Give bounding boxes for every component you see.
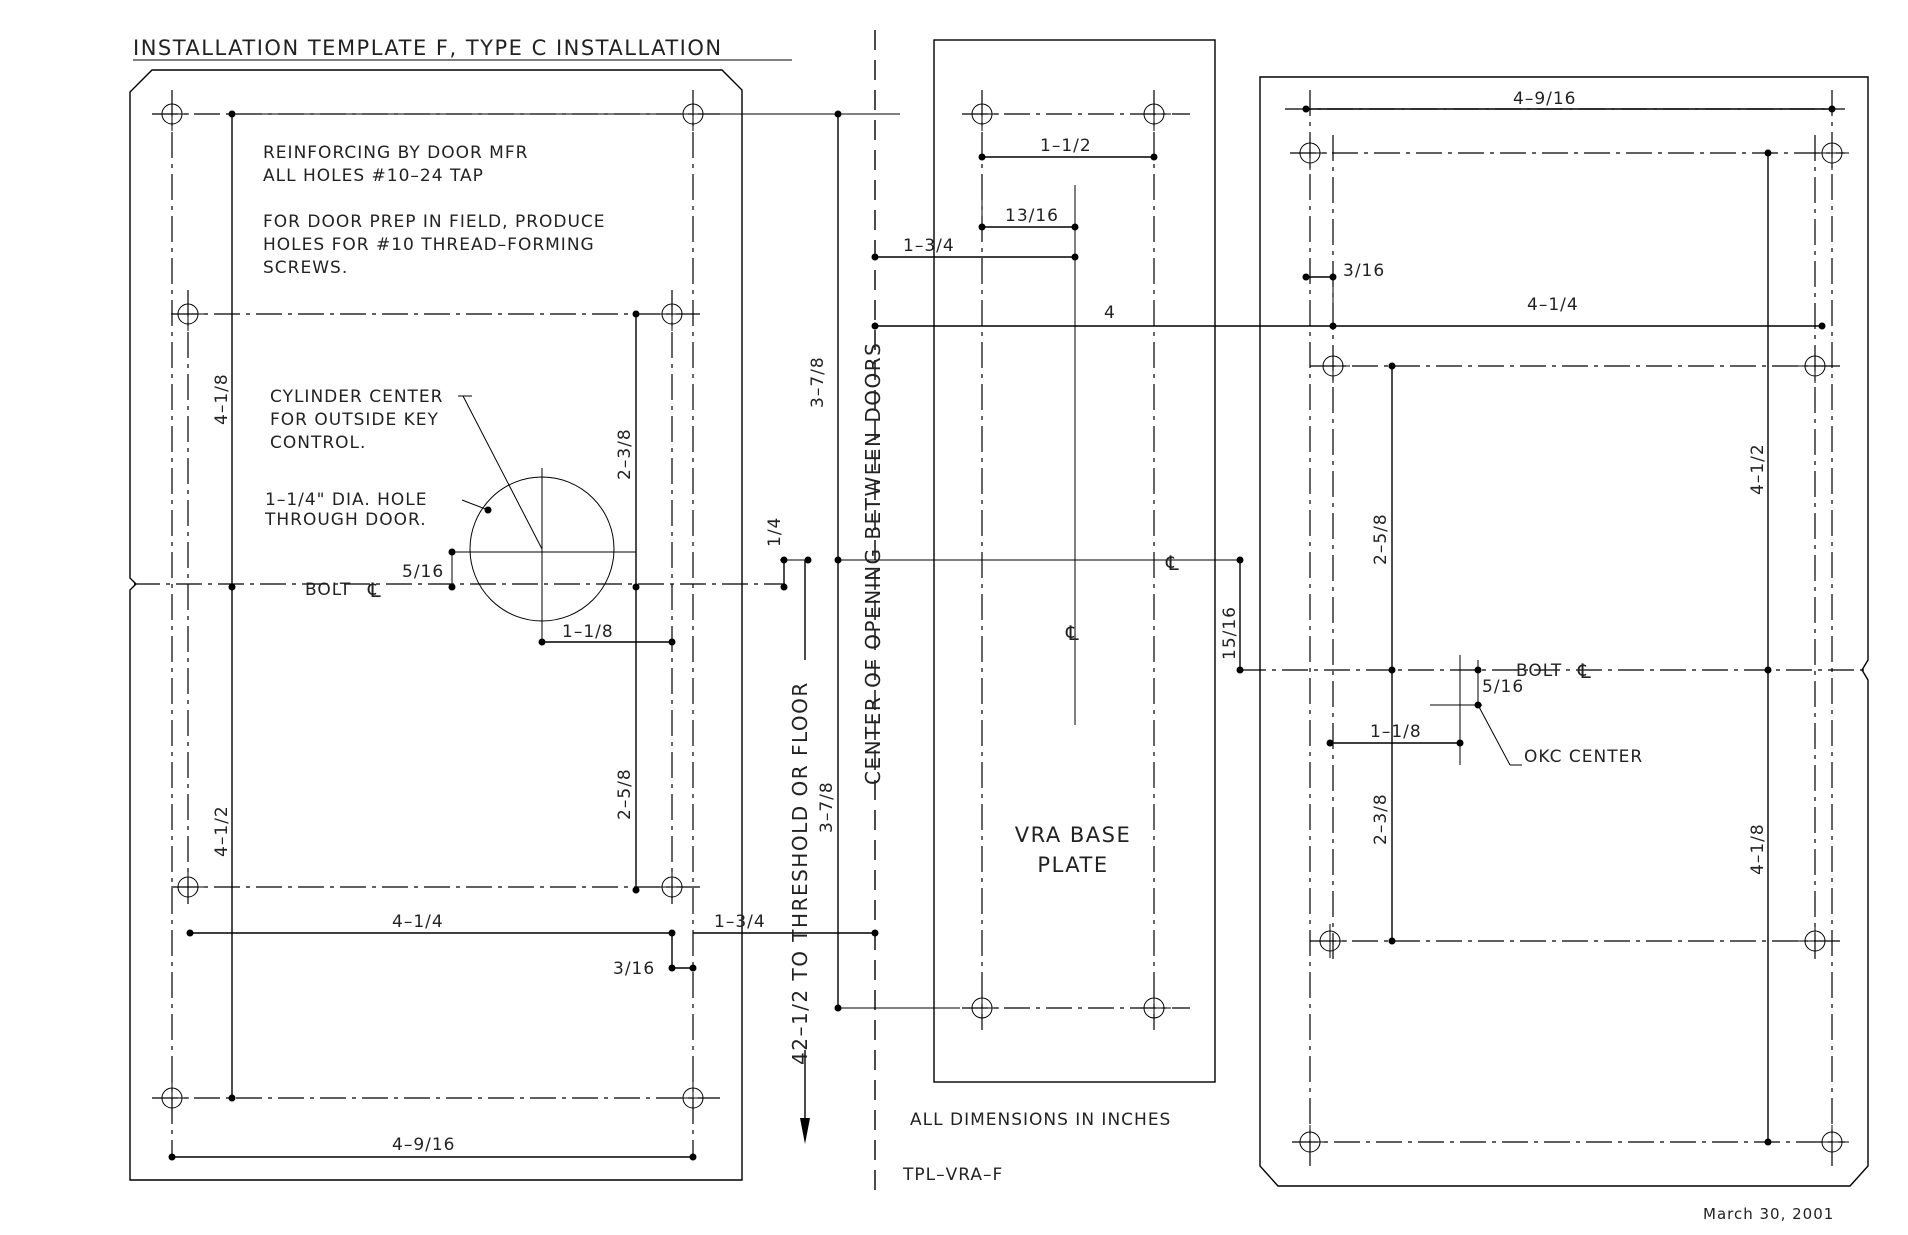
dim-mid-3-7-8-bottom: 3–7/8 (817, 781, 837, 833)
dim-left-2-5-8: 2–5/8 (615, 768, 635, 820)
right-inner-top-left-hole-icon (1315, 348, 1351, 384)
right-inner-bottom-left-hole-icon (1312, 923, 1348, 959)
plate-bottom-right-hole-icon (1136, 990, 1172, 1026)
base-plate-label-line2: PLATE (1037, 853, 1108, 877)
left-inner-top-left-hole-icon (170, 296, 206, 332)
dim-mid-4: 4 (1104, 303, 1116, 323)
dim-left-1-3-4: 1–3/4 (714, 912, 766, 932)
vra-base-plate (871, 39, 1822, 1083)
bolt-cl-left-symbol: ℄ (367, 578, 382, 602)
dim-left-2-3-8: 2–3/8 (615, 428, 635, 480)
plate-cl-symbol-top: ℄ (1165, 551, 1180, 575)
plate-cl-symbol-mid: ℄ (1065, 621, 1080, 645)
dim-mid-15-16: 15/16 (1220, 606, 1240, 660)
hole-note-line2: THROUGH DOOR. (264, 510, 427, 530)
dim-left-1-1-8: 1–1/8 (562, 622, 614, 642)
dim-right-1-1-8: 1–1/8 (1370, 722, 1422, 742)
right-template (1240, 76, 1869, 1187)
left-inner-bottom-right-hole-icon (654, 869, 690, 905)
dim-right-2-3-8: 2–3/8 (1371, 793, 1391, 845)
okc-center-label: OKC CENTER (1524, 747, 1643, 767)
right-inner-top-right-hole-icon (1797, 348, 1833, 384)
dim-right-5-16: 5/16 (1482, 677, 1524, 697)
dim-right-4-1-2: 4–1/2 (1748, 443, 1768, 495)
field-prep-note-line1: FOR DOOR PREP IN FIELD, PRODUCE (263, 212, 606, 232)
dim-left-5-16: 5/16 (402, 562, 444, 582)
left-bottom-right-hole-icon (675, 1080, 711, 1116)
right-top-left-hole-icon (1292, 135, 1328, 171)
dim-left-4-1-2: 4–1/2 (212, 805, 232, 857)
left-inner-bottom-left-hole-icon (170, 869, 206, 905)
left-inner-top-right-hole-icon (654, 296, 690, 332)
threshold-label: 42–1/2 TO THRESHOLD OR FLOOR (788, 681, 812, 1065)
dim-right-4-1-8: 4–1/8 (1748, 823, 1768, 875)
bolt-cl-left-label: BOLT (305, 580, 351, 600)
dim-left-1-4: 1/4 (765, 517, 785, 547)
bolt-cl-right-symbol: ℄ (1577, 659, 1592, 683)
dim-left-4-9-16: 4–9/16 (392, 1135, 456, 1155)
reinforcing-note-line1: REINFORCING BY DOOR MFR (263, 143, 528, 163)
right-bottom-left-hole-icon (1292, 1124, 1328, 1160)
dim-mid-1-1-2: 1–1/2 (1040, 136, 1092, 156)
all-dimensions-note: ALL DIMENSIONS IN INCHES (910, 1110, 1171, 1130)
dim-right-4-1-4: 4–1/4 (1527, 295, 1579, 315)
dim-mid-13-16: 13/16 (1005, 206, 1059, 226)
drawing-title: INSTALLATION TEMPLATE F, TYPE C INSTALLA… (133, 36, 723, 60)
dim-right-2-5-8: 2–5/8 (1371, 513, 1391, 565)
dim-mid-3-7-8-top: 3–7/8 (808, 356, 828, 408)
middle-dimensions (693, 30, 1240, 1200)
dim-right-4-9-16: 4–9/16 (1513, 89, 1577, 109)
plate-top-left-hole-icon (964, 96, 1000, 132)
left-template (129, 69, 900, 1181)
center-opening-label: CENTER OF OPENING BETWEEN DOORS (861, 342, 885, 785)
right-inner-bottom-right-hole-icon (1797, 923, 1833, 959)
cylinder-note-line3: CONTROL. (270, 433, 366, 453)
left-bottom-left-hole-icon (154, 1080, 190, 1116)
reinforcing-note-line2: ALL HOLES #10–24 TAP (263, 166, 484, 186)
field-prep-note-line2: HOLES FOR #10 THREAD–FORMING (263, 235, 595, 255)
bolt-cl-right-label: BOLT (1516, 661, 1562, 681)
dim-mid-1-3-4: 1–3/4 (903, 236, 955, 256)
dim-left-4-1-4: 4–1/4 (392, 912, 444, 932)
field-prep-note-line3: SCREWS. (263, 258, 348, 278)
hole-note-line1: 1–1/4" DIA. HOLE (265, 490, 428, 510)
plate-top-right-hole-icon (1136, 96, 1172, 132)
dim-left-4-1-8: 4–1/8 (212, 373, 232, 425)
plate-bottom-left-hole-icon (964, 990, 1000, 1026)
base-plate-label-line1: VRA BASE (1015, 823, 1132, 847)
cylinder-note-line2: FOR OUTSIDE KEY (270, 410, 439, 430)
dim-right-3-16: 3/16 (1343, 261, 1385, 281)
dim-left-3-16: 3/16 (613, 959, 655, 979)
drawing-date: March 30, 2001 (1703, 1205, 1834, 1223)
left-top-left-hole-icon (154, 96, 190, 132)
cylinder-note-line1: CYLINDER CENTER (270, 387, 443, 407)
right-bottom-right-hole-icon (1814, 1124, 1850, 1160)
right-top-right-hole-icon (1814, 135, 1850, 171)
drawing-number: TPL–VRA–F (902, 1165, 1003, 1185)
